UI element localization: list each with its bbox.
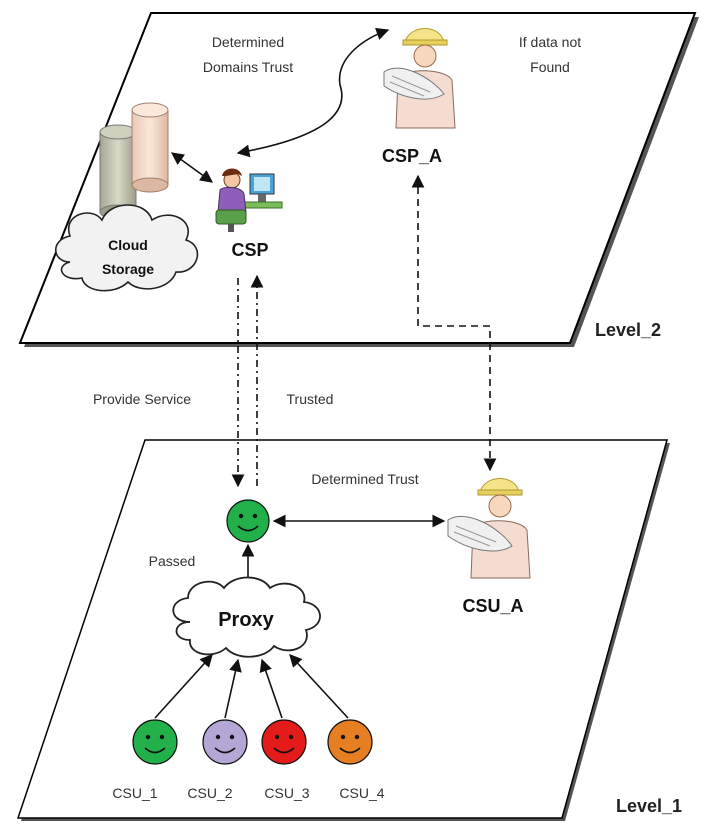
- csu-1-label: CSU_1: [112, 785, 157, 801]
- svg-text:If data not: If data not: [519, 34, 581, 50]
- trusted-gateway-icon: [226, 499, 270, 543]
- csp-a-label: CSP_A: [382, 146, 442, 166]
- passed-label: Passed: [149, 553, 196, 569]
- determined-trust-label: Determined Trust: [311, 471, 418, 487]
- svg-text:Proxy: Proxy: [218, 609, 274, 631]
- csp-a-engineer-icon: [383, 28, 456, 129]
- csu-3-smiley-icon: [261, 719, 307, 765]
- level-1-label: Level_1: [616, 796, 682, 816]
- svg-text:Found: Found: [530, 59, 570, 75]
- csu-3-label: CSU_3: [264, 785, 309, 801]
- level-1-plane: [16, 439, 670, 821]
- csu2-arrow: [224, 658, 242, 719]
- csu-a-label: CSU_A: [462, 596, 523, 616]
- csu-2-smiley-icon: [202, 719, 248, 765]
- trusted-label: Trusted: [287, 391, 334, 407]
- proxy-cloud-icon: Proxy: [172, 576, 321, 658]
- svg-text:Storage: Storage: [102, 261, 154, 277]
- csu-4-label: CSU_4: [339, 785, 384, 801]
- svg-text:Domains Trust: Domains Trust: [203, 59, 293, 75]
- not-found-note: If data not Found: [519, 34, 581, 75]
- csp-worker-icon: [215, 168, 283, 232]
- not-found-arrow: [411, 174, 497, 472]
- csu1-arrow: [154, 654, 213, 719]
- csu-1-smiley-icon: [132, 719, 178, 765]
- cloud-storage-icon: Cloud Storage: [54, 204, 199, 292]
- svg-text:Determined: Determined: [212, 34, 284, 50]
- level-2-label: Level_2: [595, 320, 661, 340]
- csp-label: CSP: [231, 240, 268, 260]
- storage-csp-arrow: [170, 152, 214, 183]
- csu-4-smiley-icon: [327, 719, 373, 765]
- provide-service-label: Provide Service: [93, 391, 191, 407]
- domains-trust-arrow: [236, 27, 390, 158]
- csu-2-label: CSU_2: [187, 785, 232, 801]
- csu-a-engineer-icon: [447, 478, 531, 579]
- storage-cylinders-icon: [99, 102, 169, 220]
- svg-text:Cloud: Cloud: [108, 237, 148, 253]
- csu4-arrow: [289, 654, 349, 719]
- csu3-arrow: [259, 658, 283, 719]
